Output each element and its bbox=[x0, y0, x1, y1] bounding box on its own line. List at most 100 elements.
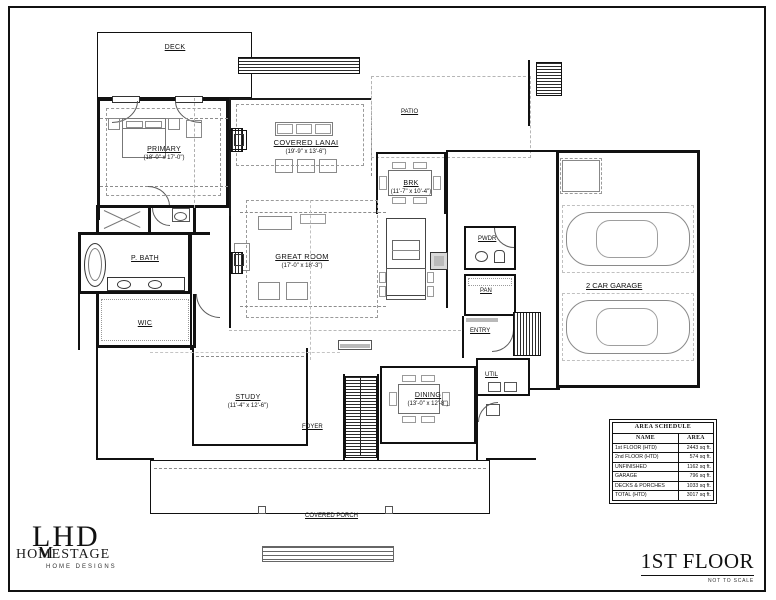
wc-wall-top bbox=[96, 205, 196, 208]
room-label-brk: BRK (11'-7" x 10'-4") bbox=[390, 180, 432, 196]
covered-porch-outline bbox=[150, 460, 490, 514]
logo: LHD HOMESTAGE M HOME DESIGNS bbox=[16, 520, 142, 582]
dining-wall-top bbox=[380, 366, 476, 368]
scale-note: NOT TO SCALE bbox=[707, 578, 754, 584]
dining-wall-bottom bbox=[380, 442, 476, 444]
drawing-border bbox=[8, 6, 766, 592]
util-dryer bbox=[504, 382, 517, 392]
pan-shelves bbox=[468, 278, 512, 286]
kitchen-range-top bbox=[434, 256, 444, 266]
dining-wall-left bbox=[380, 366, 382, 444]
garage-wall-left bbox=[556, 150, 559, 388]
table-row: UNFINISHED 1162 sq ft. bbox=[612, 461, 715, 473]
table-row: GARAGE 796 sq ft. bbox=[612, 471, 715, 482]
toilet-fixture bbox=[172, 208, 190, 222]
garage-storage-area bbox=[560, 158, 602, 194]
area-schedule-table: AREA SCHEDULE NAME AREA 1st FLOOR (HTD) … bbox=[609, 419, 717, 504]
pwdr-wall-bottom bbox=[464, 268, 516, 270]
table-row: 2nd FLOOR (HTD) 574 sq ft. bbox=[612, 452, 715, 463]
schedule-row-2-area: 1162 sq ft. bbox=[677, 461, 715, 473]
greatroom-sofa-top bbox=[258, 216, 292, 230]
stairs-wall-right bbox=[377, 374, 379, 460]
main-stairs bbox=[345, 376, 377, 458]
garage-car-2-cabin bbox=[596, 308, 658, 346]
brk-chair-left bbox=[379, 176, 387, 190]
dim-line-4 bbox=[150, 352, 340, 353]
patio-steps bbox=[536, 62, 562, 96]
room-label-util: UTIL bbox=[485, 372, 499, 378]
toilet-bowl bbox=[174, 212, 187, 221]
garage-bay-2 bbox=[562, 293, 694, 361]
pwdr-wall-top bbox=[464, 226, 516, 228]
bar-stool-4 bbox=[427, 286, 434, 297]
stairs-wall-left bbox=[343, 374, 345, 460]
primary-wall-bottom-b bbox=[170, 205, 228, 208]
schedule-row-1-area: 574 sq ft. bbox=[677, 452, 715, 463]
pan-wall-bottom bbox=[464, 314, 516, 316]
room-label-pan: PAN bbox=[480, 288, 492, 294]
logo-initials: LHD bbox=[32, 520, 100, 553]
study-wall-left bbox=[192, 348, 194, 446]
pwdr-wall-left bbox=[464, 226, 466, 270]
garage-shelf bbox=[562, 160, 600, 192]
lanai-wall-left bbox=[229, 98, 231, 218]
porch-front-steps bbox=[262, 546, 394, 562]
porch-column-2 bbox=[385, 506, 393, 514]
wall-fixture-frame-1 bbox=[229, 130, 247, 150]
schedule-row-3-area: 796 sq ft. bbox=[677, 471, 715, 482]
bar-stool-3 bbox=[427, 272, 434, 283]
page-title: 1ST FLOOR bbox=[640, 549, 754, 576]
greatroom-ceiling-tray bbox=[246, 200, 378, 318]
study-ceiling-line bbox=[196, 356, 304, 357]
pwdr-toilet bbox=[475, 251, 488, 262]
room-label-deck: DECK bbox=[164, 44, 186, 51]
wc-wall-right bbox=[193, 205, 196, 233]
wall-north-east-run bbox=[446, 150, 558, 152]
lanai-cushion-3 bbox=[315, 124, 331, 134]
lanai-wall-top bbox=[229, 98, 371, 100]
primary-wall-left bbox=[97, 98, 100, 220]
room-label-dining: DINING (13'-0" x 12'-8") bbox=[407, 392, 449, 408]
dining-chair-bot-2 bbox=[421, 416, 435, 423]
brk-wall-right bbox=[444, 152, 446, 214]
exterior-wall-southwest bbox=[96, 458, 154, 460]
pan-wall-right bbox=[514, 274, 516, 316]
lanai-cushion-2 bbox=[296, 124, 312, 134]
pbath-wall-bottom bbox=[78, 291, 190, 294]
util-wall-left bbox=[476, 358, 478, 396]
dining-chair-left bbox=[389, 392, 397, 406]
lanai-cushion-1 bbox=[277, 124, 293, 134]
wall-fixture-2 bbox=[234, 254, 244, 266]
wall-hall-east bbox=[190, 232, 192, 350]
room-label-wic: WIC bbox=[137, 320, 153, 327]
schedule-row-2-name: UNFINISHED bbox=[612, 461, 679, 473]
primary-wall-right bbox=[226, 98, 229, 208]
island-sink-div bbox=[392, 250, 420, 251]
brk-chair-bot-1 bbox=[392, 197, 406, 204]
util-wall-top bbox=[476, 358, 530, 360]
room-label-covered-porch: COVERED PORCH bbox=[305, 513, 359, 519]
exterior-wall-west bbox=[78, 232, 80, 350]
entry-bench bbox=[466, 318, 498, 322]
bar-stool-1 bbox=[379, 272, 386, 283]
brk-chair-bot-2 bbox=[413, 197, 427, 204]
schedule-row-5-name: TOTAL (HTD) bbox=[612, 490, 679, 501]
room-label-primary: PRIMARY (18'-0" x 17'-0") bbox=[143, 146, 185, 162]
dining-chair-right bbox=[442, 392, 450, 406]
brk-wall-top bbox=[376, 152, 446, 154]
garage-car-1-cabin bbox=[596, 220, 658, 258]
pwdr-door-swing bbox=[494, 228, 514, 248]
logo-tagline: HOME DESIGNS bbox=[46, 564, 117, 570]
pan-wall-top bbox=[464, 274, 516, 276]
room-label-entry: ENTRY bbox=[470, 328, 491, 334]
room-label-study: STUDY (11'-4" x 12'-6") bbox=[227, 394, 269, 410]
primary-pillow-1 bbox=[126, 121, 143, 128]
pbath-tub bbox=[84, 243, 106, 287]
pwdr-sink bbox=[494, 250, 505, 263]
pbath-wall-top bbox=[78, 232, 210, 235]
stair-landing-box bbox=[338, 340, 372, 350]
dining-chair-top-1 bbox=[402, 375, 416, 382]
schedule-body: AREA SCHEDULE NAME AREA 1st FLOOR (HTD) … bbox=[612, 422, 715, 501]
